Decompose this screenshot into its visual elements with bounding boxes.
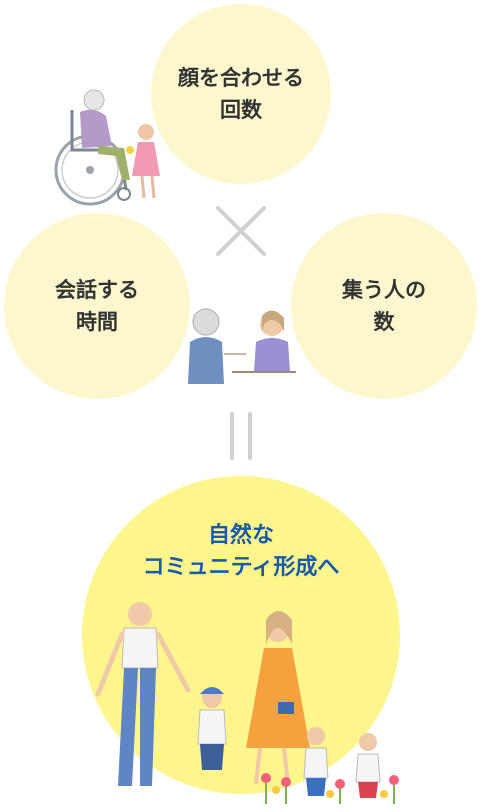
family-illustration	[95, 602, 399, 804]
circle-conversation-time-label: 会話する 時間	[55, 274, 139, 338]
label-line-1: 自然な	[207, 523, 274, 548]
community-formation-label: 自然な コミュニティ形成へ	[82, 520, 400, 584]
equals-icon	[230, 412, 252, 460]
label-line-2: 数	[373, 310, 395, 334]
conversation-illustration	[188, 308, 296, 384]
circle-gathering-people-label: 集う人の 数	[342, 274, 426, 338]
circle-conversation-time: 会話する 時間	[4, 213, 190, 399]
label-line-1: 集う人の	[342, 278, 426, 302]
label-line-2: コミュニティ形成へ	[142, 555, 340, 580]
label-line-2: 回数	[220, 98, 262, 122]
label-line-2: 時間	[76, 310, 118, 334]
elderly-wheelchair-illustration	[54, 89, 160, 206]
label-line-1: 顔を合わせる	[178, 66, 304, 90]
label-line-1: 会話する	[55, 278, 139, 302]
circle-gathering-people: 集う人の 数	[291, 213, 477, 399]
multiply-icon	[216, 206, 266, 256]
circle-face-to-face: 顔を合わせる 回数	[151, 4, 331, 184]
circle-face-to-face-label: 顔を合わせる 回数	[178, 62, 304, 126]
